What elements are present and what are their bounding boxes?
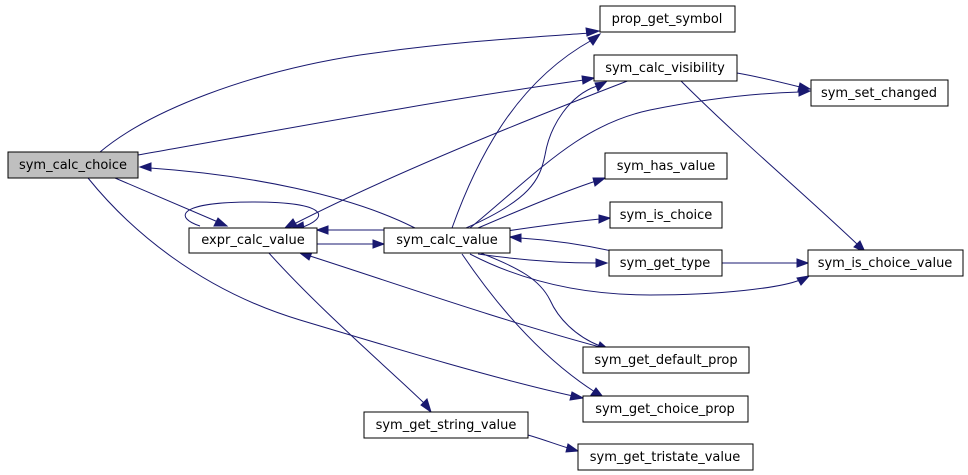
node-label: sym_get_default_prop (594, 353, 737, 368)
arrowhead (565, 443, 580, 453)
edge-sym-calc-choice-to-sym-get-choice-prop (87, 177, 574, 397)
arrowhead (592, 177, 607, 187)
arrowhead (598, 214, 612, 224)
node-label: sym_has_value (617, 159, 716, 174)
node-sym-get-default-prop[interactable]: sym_get_default_prop (582, 346, 750, 374)
edge-sym-calc-value-to-sym-get-default-prop (477, 251, 601, 347)
arrowhead (315, 225, 329, 235)
node-label: sym_get_type (620, 256, 711, 271)
arrowhead (581, 75, 596, 85)
node-label: sym_calc_value (396, 233, 498, 248)
nodes-layer: sym_calc_choice expr_calc_value sym_calc… (7, 5, 964, 471)
edge-sym-calc-choice-to-expr-calc-value (114, 177, 219, 223)
edge-sym-calc-value-to-sym-get-type (477, 253, 598, 264)
node-label: sym_is_choice_value (818, 256, 953, 271)
edges-layer (87, 27, 867, 453)
edge-sym-calc-visibility-to-sym-is-choice-value (679, 79, 859, 246)
node-sym-has-value[interactable]: sym_has_value (604, 152, 728, 180)
edge-sym-calc-value-to-sym-get-choice-prop (461, 253, 596, 393)
arrowhead (797, 82, 812, 92)
node-label: sym_get_choice_prop (595, 402, 735, 417)
edge-sym-calc-choice-to-prop-get-symbol (99, 32, 591, 153)
node-label: prop_get_symbol (612, 12, 723, 27)
edge-expr-calc-value-to-sym-get-string-value (267, 251, 426, 405)
edge-sym-get-type-to-sym-calc-value (519, 237, 613, 252)
edge-sym-get-default-prop-to-expr-calc-value (309, 255, 601, 348)
edge-sym-calc-value-to-prop-get-symbol (451, 39, 593, 229)
node-sym-set-changed[interactable]: sym_set_changed (810, 79, 949, 107)
arrowhead (420, 398, 432, 414)
arrowhead (585, 27, 601, 37)
edge-sym-calc-value-to-sym-has-value (477, 180, 597, 229)
node-label: expr_calc_value (201, 233, 304, 248)
node-sym-get-tristate-value[interactable]: sym_get_tristate_value (577, 443, 754, 471)
edge-sym-calc-value-to-sym-calc-choice (149, 167, 416, 229)
node-label: sym_get_string_value (376, 418, 517, 433)
arrowhead (138, 162, 152, 172)
edge-sym-calc-value-to-sym-calc-visibility (465, 85, 598, 229)
arrowhead (796, 258, 810, 268)
arrowhead (213, 217, 229, 227)
arrowhead (594, 81, 608, 92)
edge-expr-calc-value-self-loop (184, 201, 319, 229)
edge-sym-calc-value-to-sym-is-choice-value (469, 253, 801, 296)
node-sym-is-choice[interactable]: sym_is_choice (609, 201, 723, 229)
node-sym-calc-visibility[interactable]: sym_calc_visibility (593, 54, 738, 82)
node-sym-calc-choice[interactable]: sym_calc_choice (7, 151, 139, 179)
edge-sym-calc-visibility-to-expr-calc-value (293, 79, 631, 225)
arrowhead (569, 391, 585, 401)
arrowhead (587, 33, 602, 46)
arrowhead (372, 239, 386, 249)
edge-sym-get-string-value-to-sym-get-tristate-value (527, 434, 569, 449)
node-prop-get-symbol[interactable]: prop_get_symbol (599, 5, 736, 33)
edge-sym-calc-value-to-sym-is-choice (499, 218, 601, 233)
node-label: sym_is_choice (620, 208, 713, 223)
node-label: sym_set_changed (821, 86, 937, 101)
arrowhead (595, 258, 609, 268)
arrowhead (508, 233, 522, 243)
node-label: sym_calc_visibility (605, 61, 725, 76)
node-sym-is-choice-value[interactable]: sym_is_choice_value (807, 249, 964, 277)
node-label: sym_calc_choice (19, 158, 127, 173)
node-expr-calc-value[interactable]: expr_calc_value (188, 227, 318, 254)
node-label: sym_get_tristate_value (590, 450, 740, 465)
arrowhead (283, 218, 298, 229)
edge-sym-calc-visibility-to-sym-set-changed (736, 72, 801, 88)
node-sym-get-choice-prop[interactable]: sym_get_choice_prop (582, 395, 749, 423)
edge-sym-calc-choice-to-sym-calc-visibility (137, 79, 585, 156)
edge-sym-calc-value-to-sym-set-changed (469, 91, 801, 229)
arrowhead (796, 275, 811, 286)
node-sym-calc-value[interactable]: sym_calc_value (383, 227, 511, 254)
node-sym-get-type[interactable]: sym_get_type (608, 249, 723, 277)
node-sym-get-string-value[interactable]: sym_get_string_value (363, 411, 529, 439)
